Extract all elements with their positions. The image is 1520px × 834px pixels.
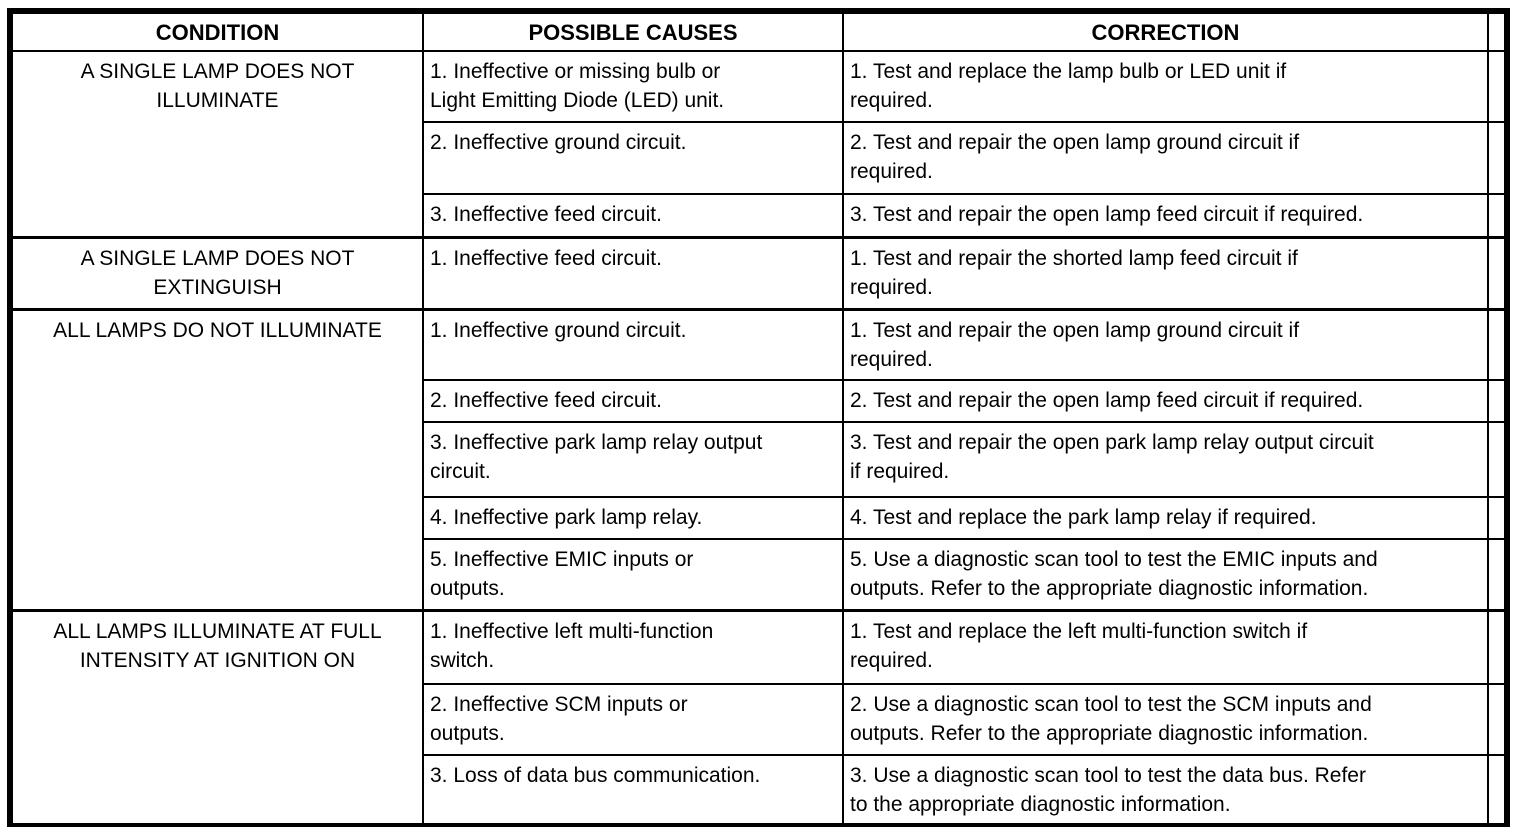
correction-cell: 3. Test and repair the open park lamp re…	[842, 421, 1489, 498]
cause-cell: 1. Ineffective ground circuit.	[422, 307, 844, 381]
table-row: 3. Ineffective feed circuit. 3. Test and…	[12, 193, 1506, 238]
table-row: A SINGLE LAMP DOES NOT EXTINGUISH 1. Ine…	[11, 235, 1506, 310]
spacer-cell	[1487, 754, 1506, 826]
correction-cell: 1. Test and repair the open lamp ground …	[842, 307, 1489, 381]
table-row: 4. Ineffective park lamp relay. 4. Test …	[12, 496, 1506, 540]
table-row: 3. Ineffective park lamp relay output ci…	[12, 421, 1506, 498]
cause-cell: 2. Ineffective SCM inputs or outputs.	[422, 683, 844, 756]
correction-cell: 5. Use a diagnostic scan tool to test th…	[842, 538, 1489, 611]
cause-cell: 3. Ineffective feed circuit.	[422, 193, 844, 238]
cause-cell: 3. Loss of data bus communication.	[422, 754, 844, 826]
cause-cell: 4. Ineffective park lamp relay.	[422, 496, 844, 540]
spacer-cell	[1487, 683, 1506, 756]
correction-cell: 2. Test and repair the open lamp ground …	[842, 121, 1489, 195]
table-row: ALL LAMPS DO NOT ILLUMINATE 1. Ineffecti…	[11, 307, 1506, 611]
cause-cell: 1. Ineffective or missing bulb or Light …	[422, 50, 844, 123]
cause-cell: 5. Ineffective EMIC inputs or outputs.	[422, 538, 844, 611]
header-spacer-cell	[1487, 12, 1506, 52]
table-row: ALL LAMPS ILLUMINATE AT FULL INTENSITY A…	[11, 608, 1506, 826]
correction-cell: 2. Test and repair the open lamp feed ci…	[842, 379, 1489, 423]
spacer-cell	[1487, 421, 1506, 498]
correction-cell: 3. Test and repair the open lamp feed ci…	[842, 193, 1489, 238]
header-correction: CORRECTION	[842, 12, 1489, 52]
table-row: 2. Ineffective feed circuit. 2. Test and…	[12, 379, 1506, 423]
spacer-cell	[1487, 193, 1506, 238]
spacer-cell	[1487, 538, 1506, 611]
table-row: 5. Ineffective EMIC inputs or outputs. 5…	[12, 538, 1506, 611]
correction-cell: 4. Test and replace the park lamp relay …	[842, 496, 1489, 540]
table-row: 3. Loss of data bus communication. 3. Us…	[12, 754, 1506, 826]
condition-cell: A SINGLE LAMP DOES NOT ILLUMINATE	[11, 50, 424, 238]
table-row: 2. Ineffective SCM inputs or outputs. 2.…	[12, 683, 1506, 756]
correction-cell: 1. Test and replace the lamp bulb or LED…	[842, 50, 1489, 123]
correction-cell: 1. Test and replace the left multi-funct…	[842, 608, 1489, 685]
header-possible-causes: POSSIBLE CAUSES	[422, 12, 844, 52]
spacer-cell	[1487, 50, 1506, 123]
spacer-cell	[1487, 608, 1506, 685]
correction-cell: 3. Use a diagnostic scan tool to test th…	[842, 754, 1489, 826]
cause-cell: 3. Ineffective park lamp relay output ci…	[422, 421, 844, 498]
cause-cell: 1. Ineffective feed circuit.	[422, 235, 844, 310]
table-row: 2. Ineffective ground circuit. 2. Test a…	[12, 121, 1506, 195]
cause-cell: 1. Ineffective left multi-function switc…	[422, 608, 844, 685]
condition-cell: ALL LAMPS ILLUMINATE AT FULL INTENSITY A…	[11, 608, 424, 826]
spacer-cell	[1487, 307, 1506, 381]
table-row: A SINGLE LAMP DOES NOT ILLUMINATE 1. Ine…	[11, 50, 1506, 238]
spacer-cell	[1487, 235, 1506, 310]
correction-cell: 1. Test and repair the shorted lamp feed…	[842, 235, 1489, 310]
condition-cell: A SINGLE LAMP DOES NOT EXTINGUISH	[11, 235, 424, 310]
header-condition: CONDITION	[11, 12, 424, 52]
diagnosis-table-page: CONDITION POSSIBLE CAUSES CORRECTION A S…	[7, 8, 1510, 827]
cause-cell: 2. Ineffective feed circuit.	[422, 379, 844, 423]
cause-cell: 2. Ineffective ground circuit.	[422, 121, 844, 195]
header-row: CONDITION POSSIBLE CAUSES CORRECTION	[11, 12, 1506, 52]
spacer-cell	[1487, 496, 1506, 540]
spacer-cell	[1487, 379, 1506, 423]
correction-cell: 2. Use a diagnostic scan tool to test th…	[842, 683, 1489, 756]
condition-cell: ALL LAMPS DO NOT ILLUMINATE	[11, 307, 424, 611]
diagnosis-table: CONDITION POSSIBLE CAUSES CORRECTION A S…	[11, 12, 1506, 826]
spacer-cell	[1487, 121, 1506, 195]
